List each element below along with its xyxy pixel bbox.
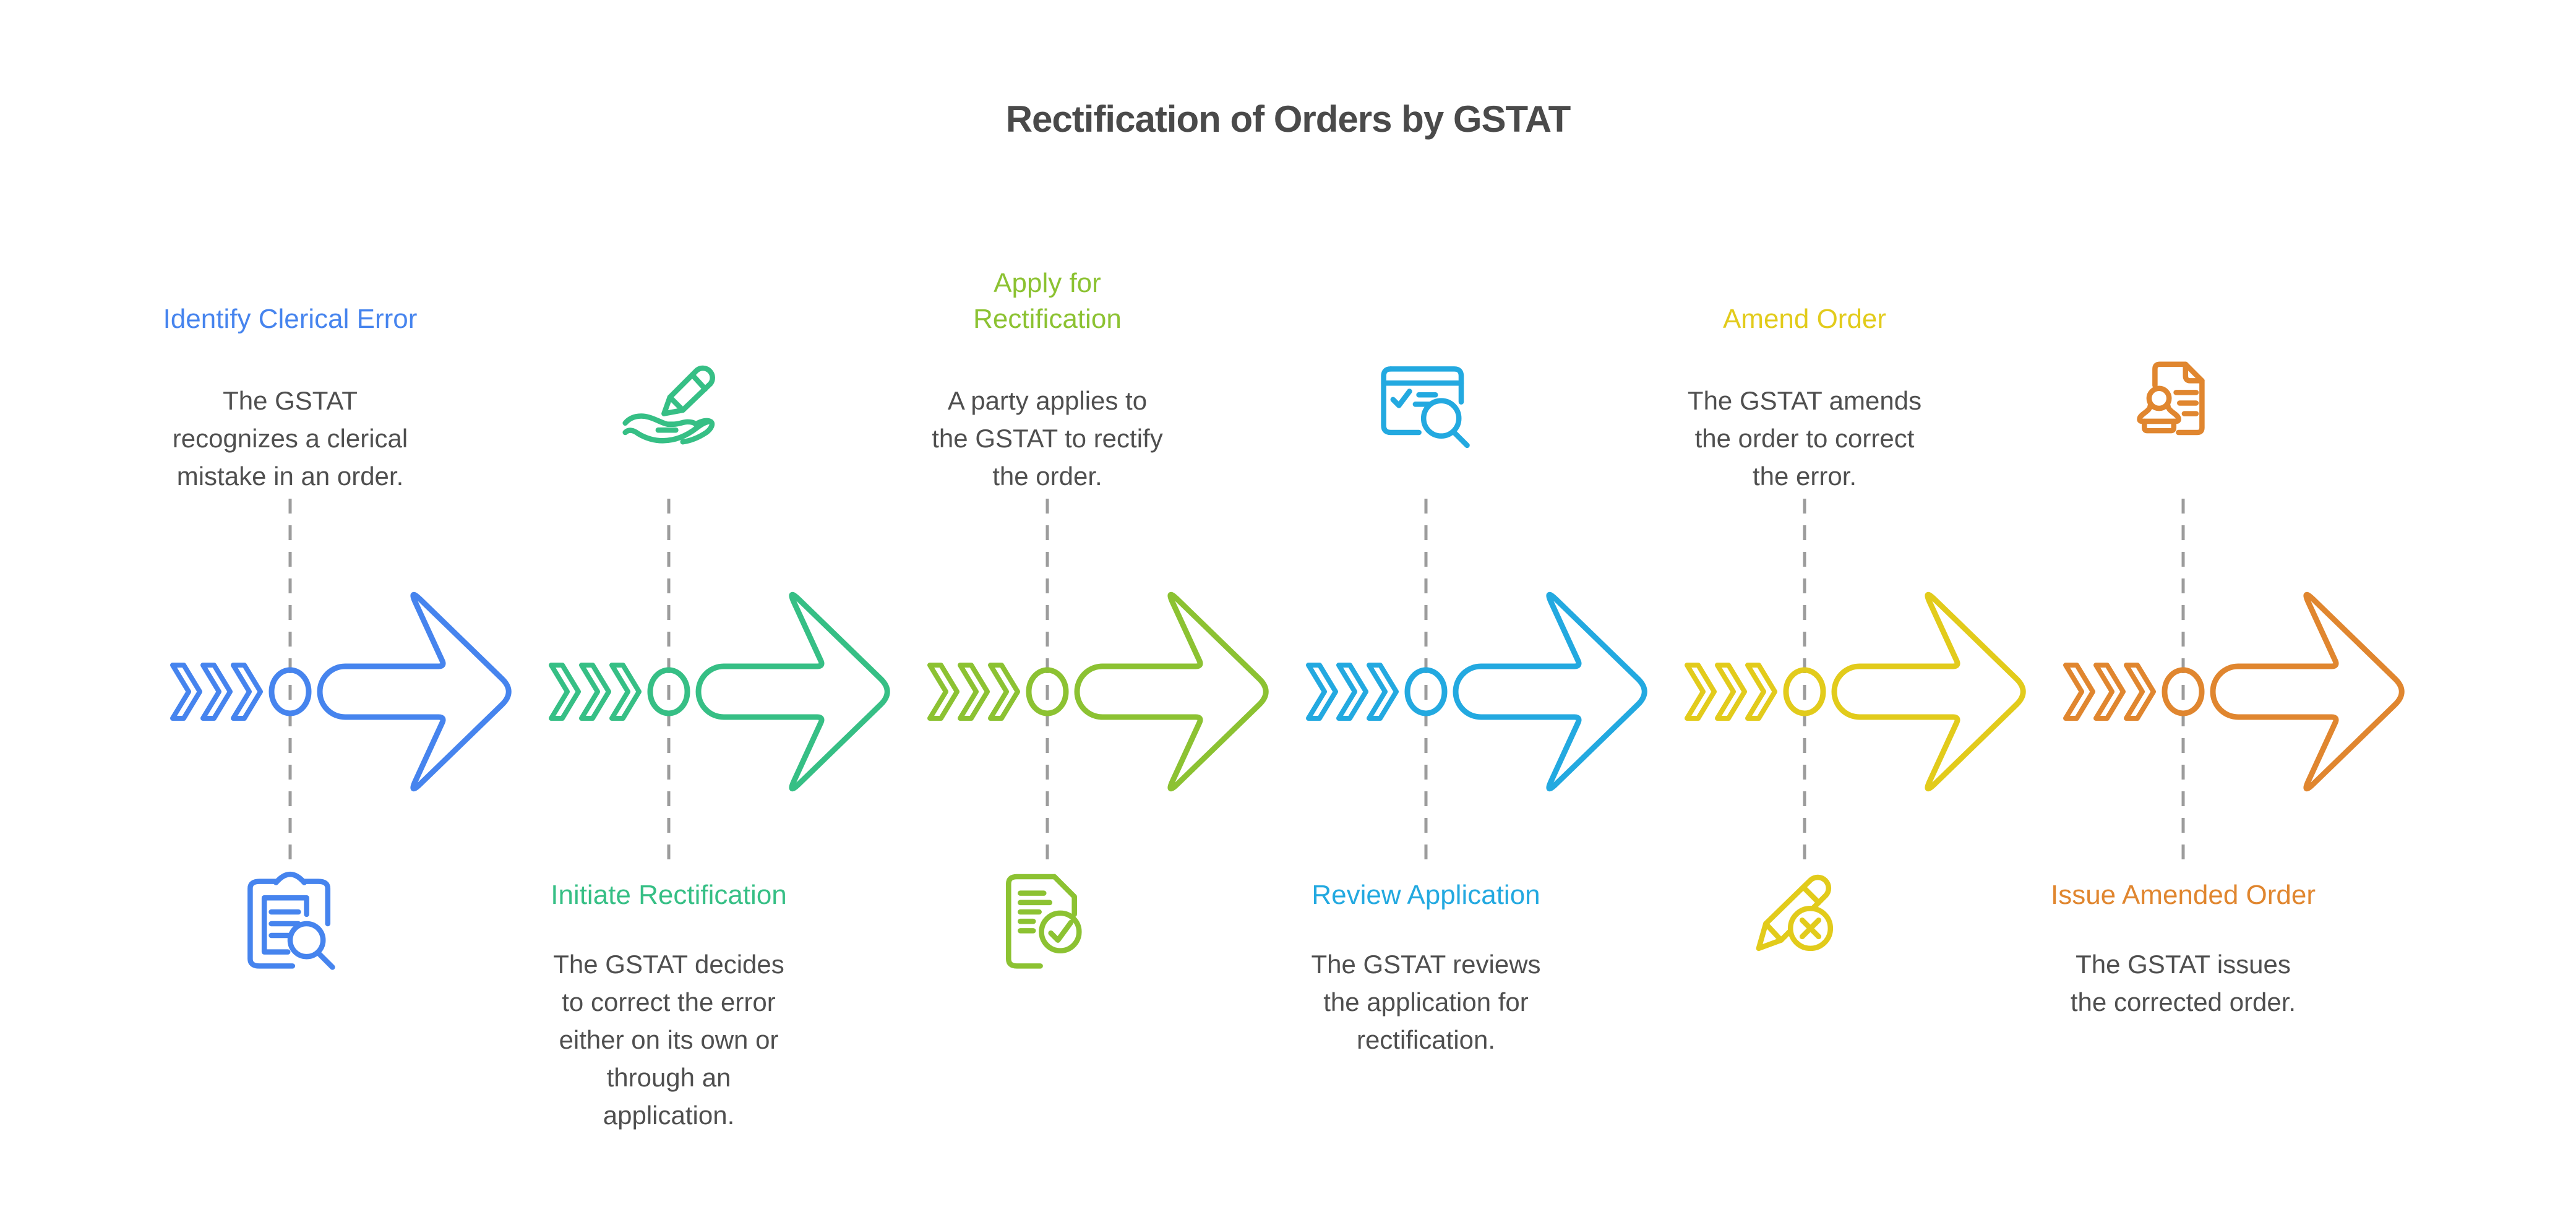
step-3-text: Apply for Rectification A party applies … <box>887 229 1208 495</box>
step-3-description: A party applies to the GSTAT to rectify … <box>932 386 1163 491</box>
page-title: Rectification of Orders by GSTAT <box>1005 98 1571 140</box>
step-5-title: Amend Order <box>1722 304 1887 334</box>
node-circle <box>268 667 312 716</box>
big-arrow-icon <box>698 595 887 789</box>
node-circle <box>647 667 690 716</box>
node-circle <box>1026 667 1069 716</box>
arrow-unit-step-2 <box>551 595 887 789</box>
step-6-description: The GSTAT issues the corrected order. <box>2070 950 2296 1017</box>
document-check-icon <box>989 865 1106 982</box>
arrow-unit-step-4 <box>1308 595 1644 789</box>
big-arrow-icon <box>1077 595 1266 789</box>
pen-cross-icon <box>1746 865 1863 982</box>
big-arrow-icon <box>2213 595 2402 789</box>
step-1-text: Identify Clerical Error The GSTAT recogn… <box>129 229 451 495</box>
step-4-title: Review Application <box>1312 880 1540 910</box>
browser-search-icon <box>1367 350 1485 468</box>
step-2-description: The GSTAT decides to correct the error e… <box>553 950 784 1130</box>
step-1-title: Identify Clerical Error <box>163 304 418 334</box>
node-circle <box>1404 667 1448 716</box>
step-6-title: Issue Amended Order <box>2050 880 2316 910</box>
arrow-unit-step-3 <box>930 595 1266 789</box>
step-5-text: Amend Order The GSTAT amends the order t… <box>1644 229 1965 495</box>
step-4-text: Review Application The GSTAT reviews the… <box>1265 877 1587 1059</box>
clipboard-search-icon <box>231 865 349 982</box>
big-arrow-icon <box>1456 595 1644 789</box>
step-4-description: The GSTAT reviews the application for re… <box>1311 950 1541 1054</box>
step-5-description: The GSTAT amends the order to correct th… <box>1687 386 1922 491</box>
stamp-document-icon <box>2124 350 2242 468</box>
step-1-description: The GSTAT recognizes a clerical mistake … <box>172 386 408 491</box>
arrow-unit-step-6 <box>2066 595 2402 789</box>
node-circle <box>1783 667 1826 716</box>
big-arrow-icon <box>320 595 509 789</box>
step-6-text: Issue Amended Order The GSTAT issues the… <box>2022 877 2344 1021</box>
node-circle <box>2162 667 2205 716</box>
step-2-text: Initiate Rectification The GSTAT decides… <box>508 877 830 1134</box>
step-3-title: Apply for Rectification <box>973 268 1122 334</box>
arrow-unit-step-1 <box>173 595 509 789</box>
dashed-connectors <box>288 499 2185 865</box>
big-arrow-icon <box>1834 595 2023 789</box>
arrow-unit-step-5 <box>1687 595 2023 789</box>
step-2-title: Initiate Rectification <box>551 880 787 910</box>
pencil-hand-icon <box>610 350 728 468</box>
